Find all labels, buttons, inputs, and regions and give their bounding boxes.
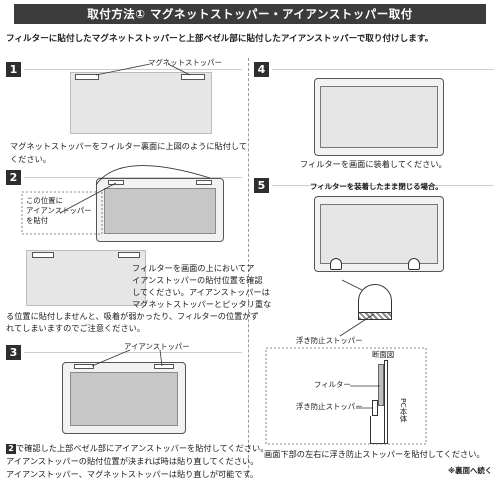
step-2-text-2: イアンストッパーの貼付位置を確認 bbox=[132, 275, 263, 285]
step-5-filter-on-screen bbox=[320, 204, 438, 264]
step-2-monitor-screen bbox=[104, 188, 216, 234]
step-3-text-1: で確認した上部ベゼル部にアイアンストッパーを貼付してください。 bbox=[16, 443, 269, 453]
step-3-iron-stopper-left bbox=[74, 364, 94, 369]
step-2-text-3: してください。アイアンストッパーは bbox=[132, 287, 270, 297]
continued-note: ※裏面へ続く bbox=[448, 466, 493, 475]
page-title: 取付方法① マグネットストッパー・アイアンストッパー取付 bbox=[14, 4, 486, 24]
step-5-float-stopper-left bbox=[330, 258, 342, 270]
step-3-text-3: アイアンストッパー、マグネットストッパーは貼り直しが可能です。 bbox=[6, 469, 259, 479]
page-subtitle: フィルターに貼付したマグネットストッパーと上部ベゼル部に貼付したアイアンストッパ… bbox=[6, 34, 434, 44]
step-5-section-stopper bbox=[372, 400, 378, 416]
step-1-number: 1 bbox=[6, 62, 21, 77]
step-5-text-1: 画面下部の左右に浮き防止ストッパーを貼付してください。 bbox=[264, 449, 485, 459]
step-2-iron-position-right bbox=[196, 180, 212, 185]
step-5-float-label: 浮き防止ストッパー bbox=[296, 336, 363, 345]
step-4-filter-on-screen bbox=[320, 86, 438, 148]
step-1-text-1: マグネットストッパーをフィルター裏面に上図のように貼付して bbox=[10, 141, 248, 151]
column-divider bbox=[248, 58, 249, 478]
step-3-iron-stopper-right bbox=[154, 364, 174, 369]
step-2-text-5: る位置に貼付しませんと、吸着が弱かったり、フィルターの位置がず bbox=[6, 311, 259, 321]
step-5-number: 5 bbox=[254, 178, 269, 193]
step-5-section-pc-body bbox=[384, 360, 388, 444]
step-5-section-box bbox=[265, 347, 427, 445]
step-2-text-1: フィルターを画面の上においてア bbox=[132, 263, 255, 273]
step-1-text-2: ください。 bbox=[10, 154, 51, 164]
step-2-callout-1: この位置に bbox=[26, 196, 63, 205]
step-5-float2-label: 浮き防止ストッパー bbox=[296, 402, 363, 411]
step-1-rule bbox=[24, 69, 242, 70]
step-2-number: 2 bbox=[6, 170, 21, 185]
step-5-stopper-adhesive bbox=[358, 312, 392, 320]
step-5-section-base bbox=[370, 416, 384, 444]
step-2-iron-position-left bbox=[108, 180, 124, 185]
step-3-number: 3 bbox=[6, 345, 21, 360]
step-2-callout-2: アイアンストッパー bbox=[26, 206, 92, 215]
step-1-magnet-stopper-right bbox=[181, 74, 205, 80]
step-3-monitor-screen bbox=[70, 372, 178, 426]
step-5-pc-label: PC本体 bbox=[399, 398, 408, 423]
step-5-float-stopper-right bbox=[408, 258, 420, 270]
step-5-leader-magnify bbox=[341, 279, 363, 291]
step-2-filter-panel bbox=[26, 250, 146, 306]
step-2-text-4: マグネットストッパーとピッタリ重な bbox=[132, 299, 272, 309]
step-5-rule bbox=[272, 185, 494, 186]
step-2-magnet-stopper-left bbox=[32, 252, 54, 258]
step-3-rule bbox=[24, 352, 242, 353]
step-4-number: 4 bbox=[254, 62, 269, 77]
step-4-text-1: フィルターを画面に装着してください。 bbox=[300, 159, 447, 169]
step-2-magnet-stopper-right bbox=[118, 252, 140, 258]
step-5-filter-label: フィルター bbox=[314, 380, 351, 389]
step-1-magnet-stopper-left bbox=[75, 74, 99, 80]
step-2-text-6: れてしまいますのでご注意ください。 bbox=[6, 323, 145, 333]
step-1-filter-panel bbox=[70, 72, 212, 134]
step-1-magnet-label: マグネットストッパー bbox=[148, 58, 222, 67]
step-3-ref-badge: 2 bbox=[6, 444, 16, 454]
step-2-callout-3: を貼付 bbox=[26, 216, 49, 225]
step-3-text-2: アイアンストッパーの貼付位置が決まれば時は貼り直してください。 bbox=[6, 456, 259, 466]
step-5-heading: フィルターを装着したまま閉じる場合。 bbox=[310, 182, 443, 191]
step-3-iron-label: アイアンストッパー bbox=[124, 342, 190, 351]
step-5-section-label: 断面図 bbox=[372, 350, 395, 359]
step-5-stopper-magnified bbox=[358, 284, 392, 314]
step-4-rule bbox=[272, 69, 494, 70]
